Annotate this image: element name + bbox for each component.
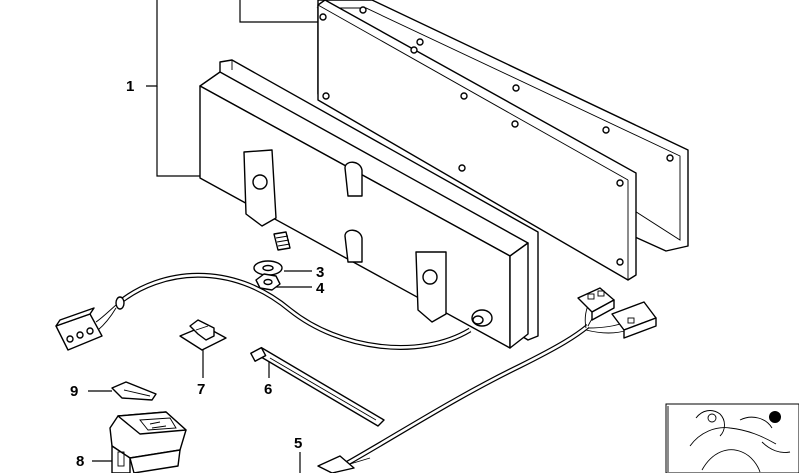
lamp-cable: [55, 272, 472, 351]
stud-bolt: [273, 231, 291, 251]
switch-housing: [109, 411, 187, 473]
lamp-housing: [199, 59, 539, 349]
callout-8: 8: [76, 453, 84, 470]
washer: [253, 260, 283, 276]
motorcycle-thumbnail-icon: [665, 403, 799, 473]
cable-clip: [179, 319, 227, 351]
callout-5: 5: [294, 435, 302, 452]
mounting-plate-front: [317, 0, 637, 281]
callout-9: 9: [70, 383, 78, 400]
cable-tie: [250, 346, 385, 427]
wiring-harness: [317, 287, 657, 473]
hex-nut: [255, 273, 281, 291]
callout-1: 1: [126, 78, 134, 95]
contact-pin: [111, 381, 157, 401]
location-marker-icon: [769, 411, 781, 423]
callout-7: 7: [197, 381, 205, 398]
callout-4: 4: [316, 280, 325, 297]
callout-6: 6: [264, 381, 272, 398]
callout-labels: 1 3 4 5 6 7 8 9: [70, 78, 325, 470]
callout-3: 3: [316, 264, 324, 281]
